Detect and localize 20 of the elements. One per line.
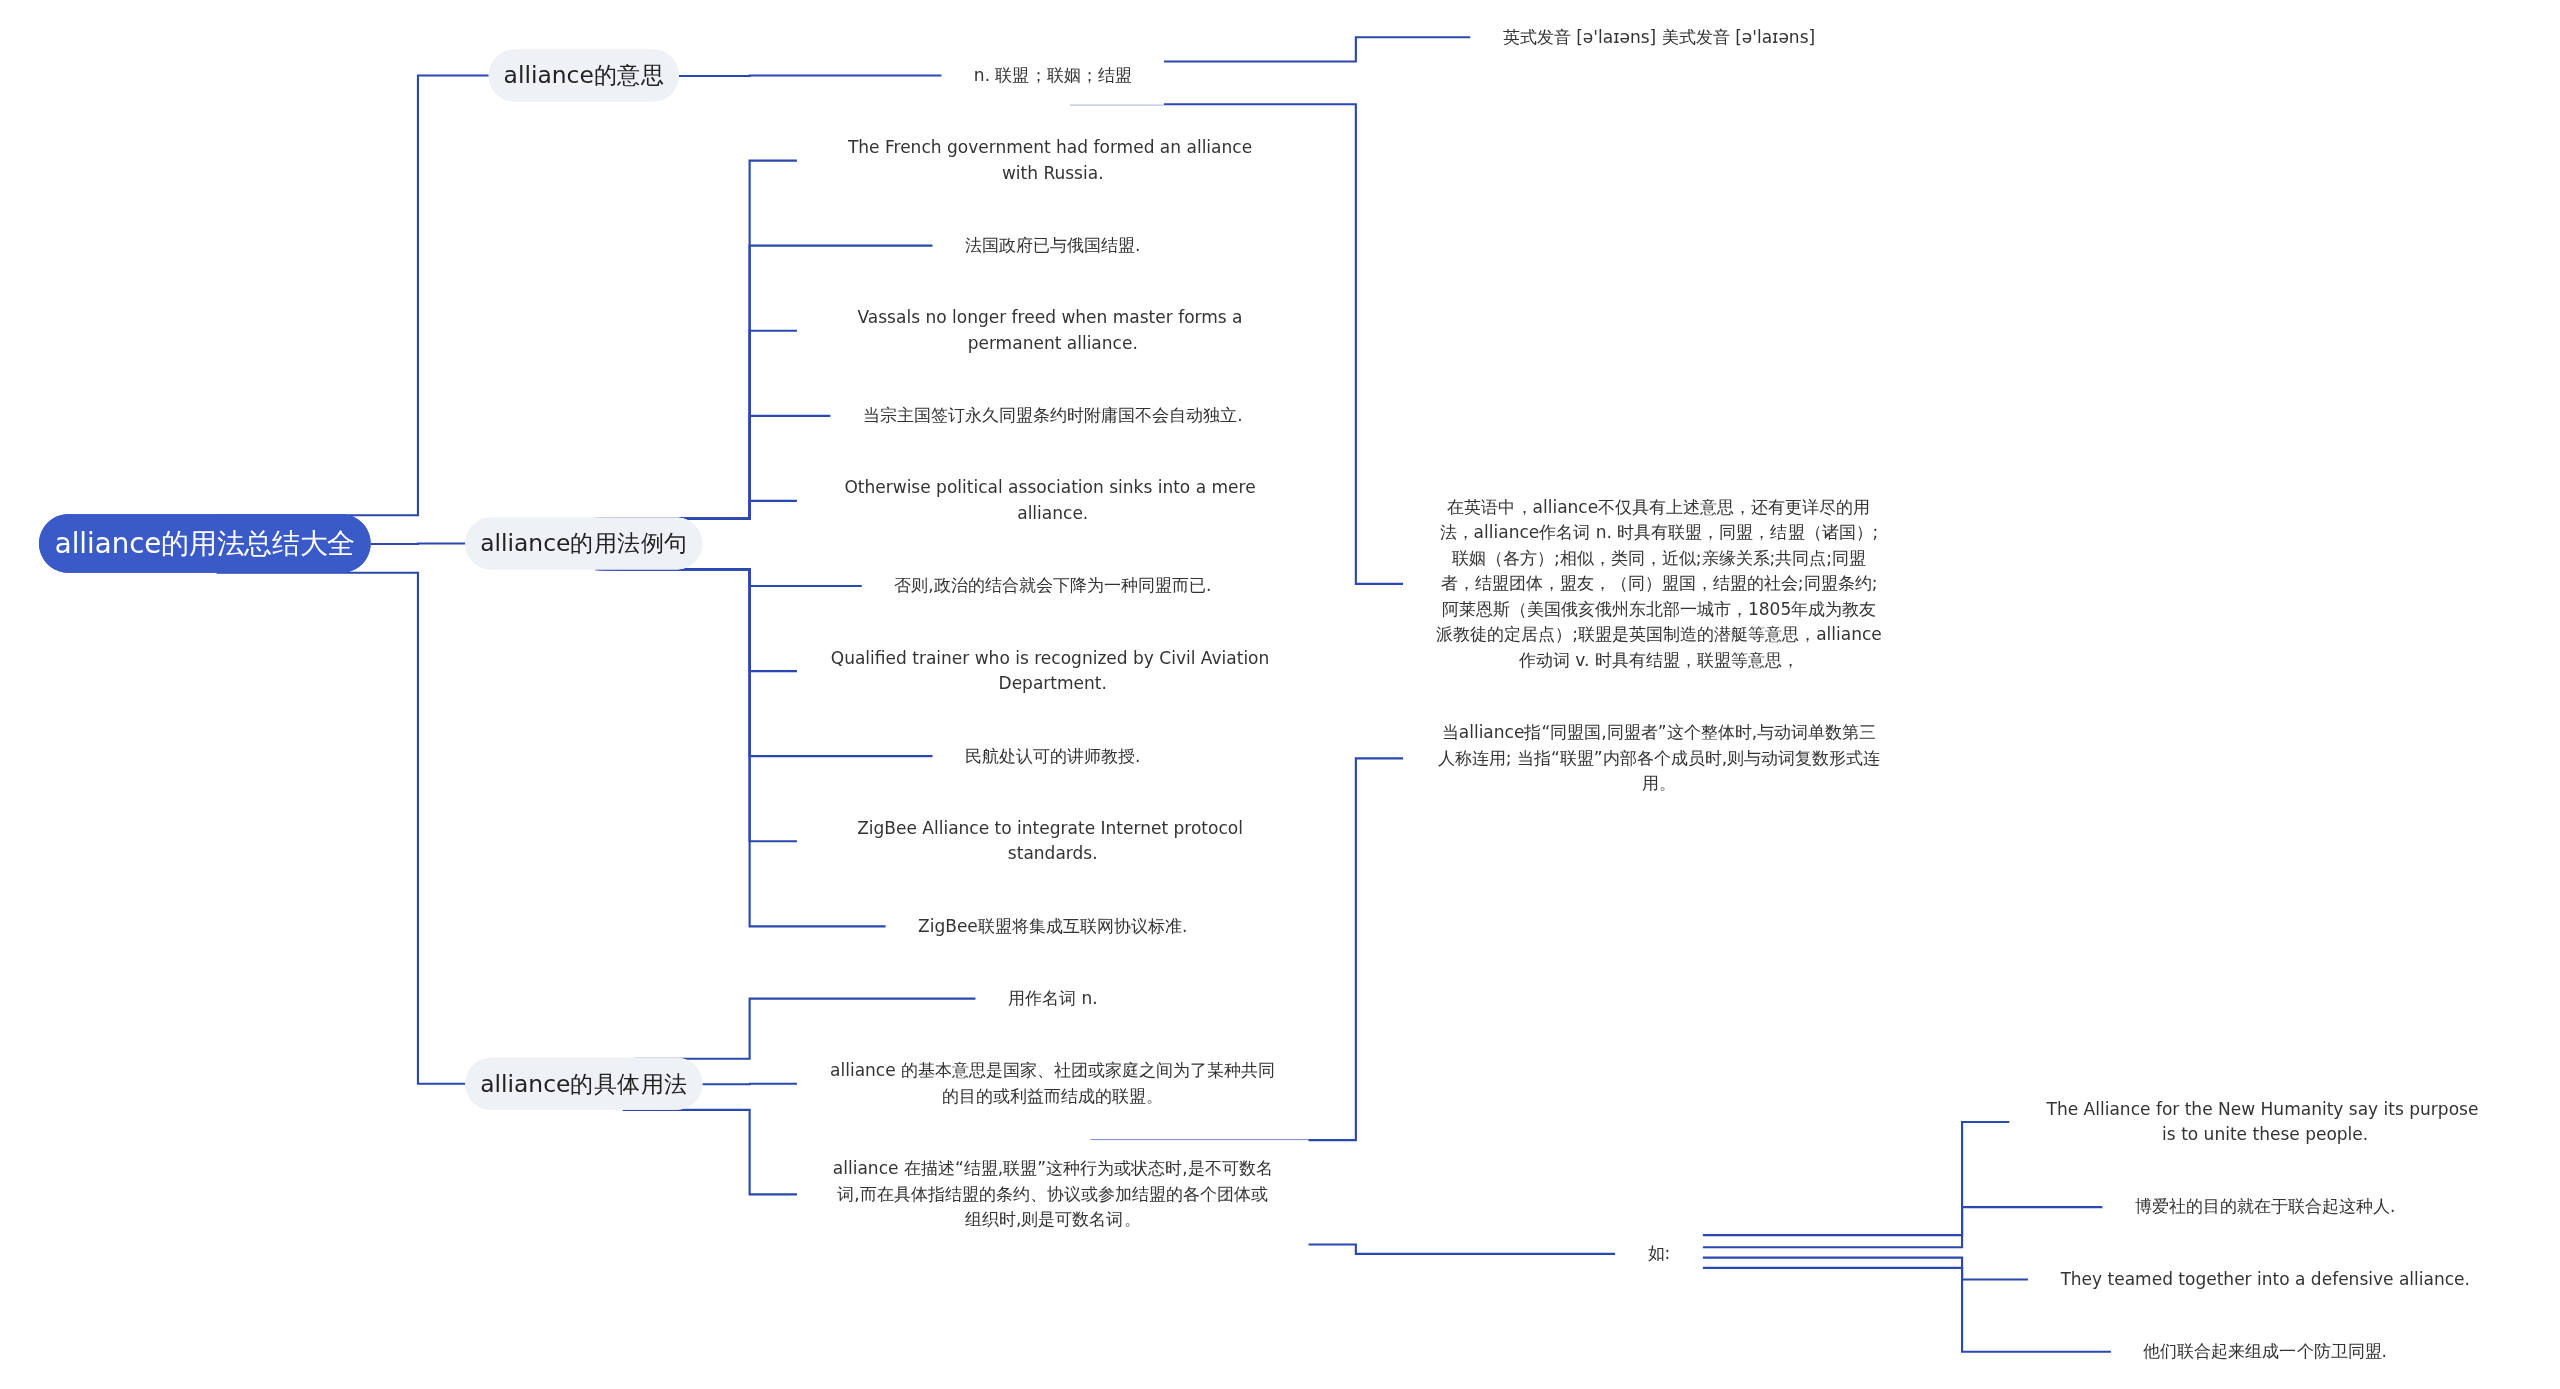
node-text: 民航处认可的讲师教授.: [964, 745, 1141, 766]
node-text: 在英语中，alliance不仅具有上述意思，还有更详尽的用法，alliance作名词 n. 时具有联盟，同盟，结盟（诸国）;联姻（各方）;相似，类同，近似;亲缘关系;共同点;同盟者，结盟团体，盟友，（同）盟国，结盟的社会;同盟条约;阿莱恩斯（美国俄亥俄州东北部一城市，1805年成为教友派教徒的定居点）;联盟是英国制造的潜艇等意思，alliance作动词 v. 时具有结盟，联盟等意思，: [1436, 496, 1882, 671]
node-text: ZigBee联盟将集成互联网协议标准.: [918, 915, 1188, 936]
node-text: The French government had formed an alliance with Russia.: [847, 137, 1253, 183]
node-text: alliance 的基本意思是国家、社团或家庭之间为了某种共同的目的或利益而结成的联盟。: [830, 1060, 1276, 1107]
node-text: The Alliance for the New Humanity say its purpose is to unite these people.: [2046, 1098, 2479, 1145]
node-text: Otherwise political association sinks into a mere alliance.: [844, 477, 1256, 524]
node-text: 法国政府已与俄国结盟.: [964, 235, 1141, 256]
node-text: 如:: [1647, 1243, 1671, 1264]
node-text: 当alliance指“同盟国,同盟者”这个整体时,与动词单数第三人称连用; 当指“联盟”内部各个成员时,则与动词复数形式连用。: [1437, 722, 1881, 794]
node-text: 用作名词 n.: [1007, 988, 1098, 1009]
node-text: 博爱社的目的就在于联合起这种人.: [2134, 1196, 2396, 1217]
node-text: Vassals no longer freed when master forms a permanent alliance.: [857, 307, 1243, 354]
node-text: 否则,政治的结合就会下降为一种同盟而已.: [894, 575, 1212, 596]
node-text: ZigBee Alliance to integrate Internet protocol standards.: [857, 817, 1243, 864]
node-text: 当宗主国签订永久同盟条约时附庸国不会自动独立.: [862, 405, 1243, 426]
node-text: They teamed together into a defensive alliance.: [2060, 1268, 2470, 1290]
node-text: 他们联合起来组成一个防卫同盟.: [2143, 1341, 2388, 1362]
node-text: Qualified trainer who is recognized by Civil Aviation Department.: [830, 647, 1270, 694]
node-text: 英式发音 [ə'laɪəns] 美式发音 [ə'laɪəns]: [1502, 26, 1816, 47]
